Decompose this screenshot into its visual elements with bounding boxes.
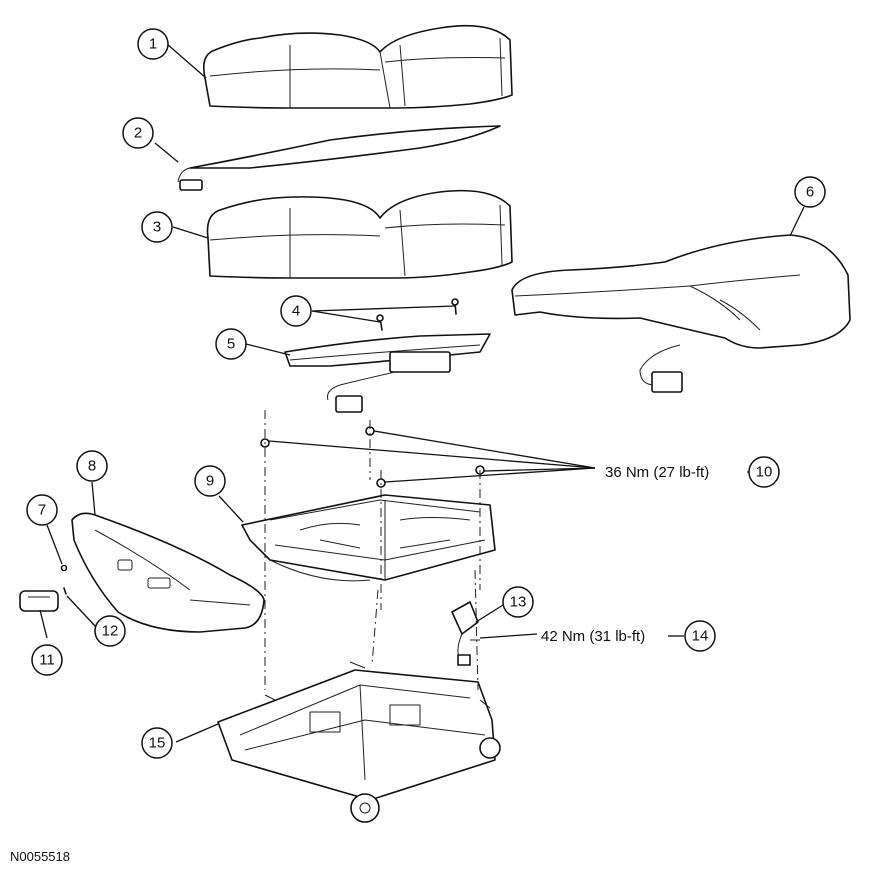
torque-buckle-bolt: 42 Nm (31 lb-ft) xyxy=(541,628,645,645)
svg-text:9: 9 xyxy=(206,473,214,490)
seat-cushion-assembly xyxy=(511,234,851,393)
callout-9: 9 xyxy=(194,465,226,497)
callout-7: 7 xyxy=(26,494,58,526)
seat-side-shield xyxy=(71,512,265,633)
switch-knob-and-screws xyxy=(19,564,68,612)
seat-frame xyxy=(241,426,496,582)
callout-12: 12 xyxy=(94,615,126,647)
callout-6: 6 xyxy=(794,176,826,208)
leader-lines xyxy=(39,43,805,743)
seat-cushion-cover xyxy=(202,24,513,109)
seat-track xyxy=(217,661,501,823)
svg-text:10: 10 xyxy=(756,464,773,481)
alignment-lines xyxy=(264,410,481,691)
occupant-sensor-module xyxy=(284,333,491,413)
callout-14: 14 xyxy=(684,620,716,652)
callout-5: 5 xyxy=(215,328,247,360)
seat-cushion-pad xyxy=(206,189,513,279)
callout-1: 1 xyxy=(137,28,169,60)
svg-text:1: 1 xyxy=(149,36,157,53)
svg-text:6: 6 xyxy=(806,184,814,201)
torque-frame-bolts: 36 Nm (27 lb-ft) xyxy=(605,464,709,481)
svg-text:4: 4 xyxy=(292,303,300,320)
callout-8: 8 xyxy=(76,450,108,482)
callout-11: 11 xyxy=(31,644,63,676)
callout-4: 4 xyxy=(280,295,312,327)
svg-text:15: 15 xyxy=(149,735,166,752)
svg-text:14: 14 xyxy=(692,628,709,645)
seat-heater-mat xyxy=(177,125,501,191)
figure-id: N0055518 xyxy=(10,849,70,864)
svg-text:3: 3 xyxy=(153,219,161,236)
svg-text:11: 11 xyxy=(39,652,55,669)
callout-2: 2 xyxy=(122,117,154,149)
callout-3: 3 xyxy=(141,211,173,243)
svg-text:8: 8 xyxy=(88,458,96,475)
svg-text:5: 5 xyxy=(227,336,235,353)
svg-text:13: 13 xyxy=(510,594,527,611)
seat-belt-buckle xyxy=(451,601,480,666)
callout-10: 10 xyxy=(748,456,780,488)
svg-text:12: 12 xyxy=(102,623,119,640)
screws xyxy=(376,298,459,331)
callout-15: 15 xyxy=(141,727,173,759)
svg-text:2: 2 xyxy=(134,125,142,142)
svg-text:7: 7 xyxy=(38,502,46,519)
callout-13: 13 xyxy=(502,586,534,618)
